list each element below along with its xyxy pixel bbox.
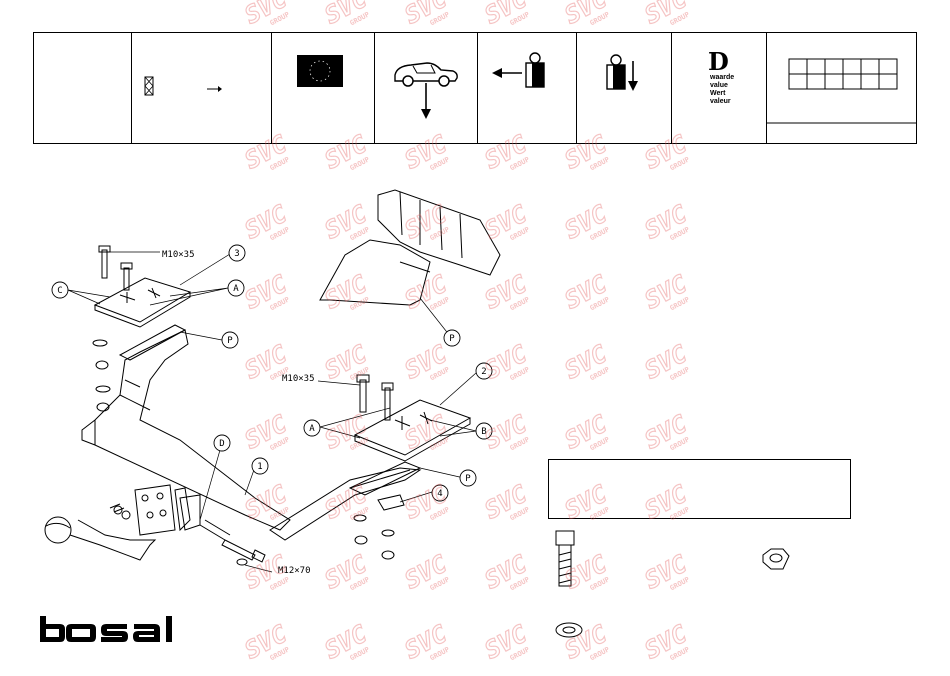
car-down-arrow-icon [394, 62, 458, 119]
notes-box [548, 459, 851, 519]
header-cell-d-value: D waarde value Wert valeur [672, 33, 767, 143]
svg-text:GROUP: GROUP [589, 10, 611, 27]
svg-text:SVC: SVC [640, 0, 692, 30]
callout-p [459, 469, 477, 487]
header-cell-approval [767, 33, 917, 143]
weight-left-arrow-icon [492, 52, 545, 88]
plate-part [353, 399, 472, 456]
svg-text:GROUP: GROUP [509, 10, 531, 27]
callout-label: 4 [437, 489, 442, 499]
callout-markers [51, 244, 493, 502]
svg-text:GROUP: GROUP [269, 10, 291, 27]
svg-text:GROUP: GROUP [429, 10, 451, 27]
svg-text:SVC: SVC [320, 0, 372, 30]
svg-text:SVC: SVC [240, 0, 292, 30]
callout-label: A [309, 424, 315, 434]
header-cell-vehicle-load [375, 33, 478, 143]
bolt-spec-label: M10×35 [162, 250, 195, 260]
nut-icon [762, 548, 790, 570]
callout-label: 2 [481, 367, 486, 377]
callout-1 [251, 457, 269, 475]
d-value-term: value [710, 82, 728, 89]
bolt-icon [555, 530, 575, 587]
svg-text:SVC: SVC [400, 0, 452, 30]
svg-text:SVC: SVC [480, 0, 532, 30]
bolt-spec-label: M10×35 [282, 374, 315, 384]
crossbar-part [81, 329, 291, 531]
svg-text:SVC: SVC [560, 0, 612, 30]
callout-label: A [233, 284, 239, 294]
header-cell-trailer-weight [478, 33, 577, 143]
hourglass-icon [144, 76, 222, 96]
towball-part [69, 519, 157, 561]
eu-flag-icon [297, 55, 343, 87]
assembly-drawing: C A 3 P P 2 A B D 1 P 4 M10×35 M10×35 M1… [44, 189, 790, 638]
callout-2 [475, 362, 493, 380]
d-value-term: Wert [710, 90, 726, 97]
callout-4 [431, 484, 449, 502]
bosal-logo: bosal [40, 616, 172, 642]
d-value-letter: D [708, 47, 729, 76]
callout-d [213, 434, 231, 452]
svg-text:GROUP: GROUP [669, 10, 691, 27]
arrow-right-icon [218, 86, 222, 92]
d-value-term: waarde [710, 74, 735, 81]
callout-label: P [465, 474, 471, 484]
callout-label: 1 [257, 462, 262, 472]
svg-text:GROUP: GROUP [349, 10, 371, 27]
header-cell-hitch-type [132, 33, 272, 143]
washer-icon [555, 622, 583, 638]
callout-p [443, 329, 461, 347]
callout-label: P [227, 336, 233, 346]
callout-p [221, 331, 239, 349]
bolt-part [98, 245, 133, 291]
callout-label: B [481, 427, 486, 437]
callout-label: C [57, 286, 62, 296]
weight-down-arrow-icon [606, 54, 638, 91]
callout-label: D [219, 439, 224, 449]
bolt-spec-label: M12×70 [278, 566, 311, 576]
callout-c [51, 281, 69, 299]
callout-a [227, 279, 245, 297]
header-cell-eu [272, 33, 375, 143]
callout-3 [228, 244, 246, 262]
callout-label: P [449, 334, 455, 344]
d-value-term: valeur [710, 98, 731, 105]
callout-a [303, 419, 321, 437]
header-cell-vertical-load [577, 33, 672, 143]
approval-number-grid [767, 58, 917, 124]
callout-label: 3 [234, 249, 239, 259]
header-cell-blank [34, 33, 132, 143]
callout-b [475, 422, 493, 440]
spec-header-table: D waarde value Wert valeur [33, 32, 917, 144]
